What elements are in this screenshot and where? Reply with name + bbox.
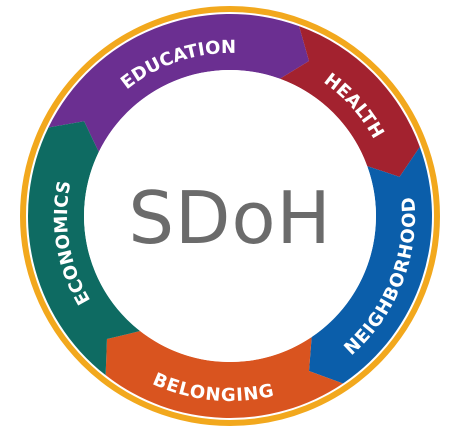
segment-belonging (105, 331, 343, 418)
segment-health (279, 26, 420, 177)
ring-segments (28, 13, 432, 418)
segment-neighborhood (308, 146, 432, 384)
segment-economics (28, 121, 141, 376)
center-disk (84, 70, 376, 362)
center-title: SDoH (128, 176, 331, 260)
outer-gold-ring (20, 6, 440, 426)
segment-education (48, 13, 309, 152)
